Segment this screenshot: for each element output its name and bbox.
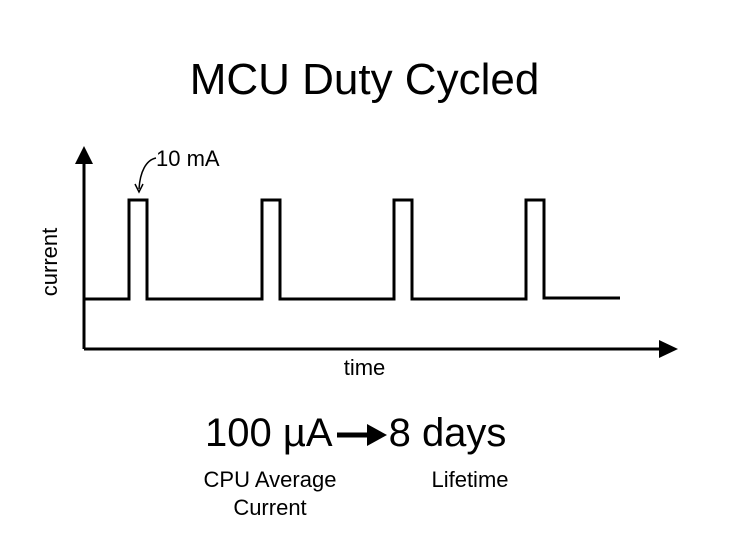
annotation-pointer xyxy=(138,157,157,190)
peak-current-annotation: 10 mA xyxy=(156,146,220,171)
summary-row: 100 µA 8 days xyxy=(205,410,506,456)
average-current-caption: CPU Average Current xyxy=(203,467,337,520)
lifetime-caption: Lifetime xyxy=(431,467,509,492)
pulse-waveform xyxy=(84,198,620,301)
annotation-arrowhead-icon xyxy=(134,183,144,194)
y-axis-label: current xyxy=(37,227,62,297)
x-axis-arrow-icon xyxy=(659,340,678,358)
y-axis-arrow-icon xyxy=(75,146,93,164)
average-current-value: 100 µA xyxy=(205,411,333,455)
x-axis-label: time xyxy=(343,355,386,380)
right-arrow-icon xyxy=(336,424,387,447)
lifetime-value: 8 days xyxy=(388,411,507,455)
diagram-title: MCU Duty Cycled xyxy=(189,55,540,104)
